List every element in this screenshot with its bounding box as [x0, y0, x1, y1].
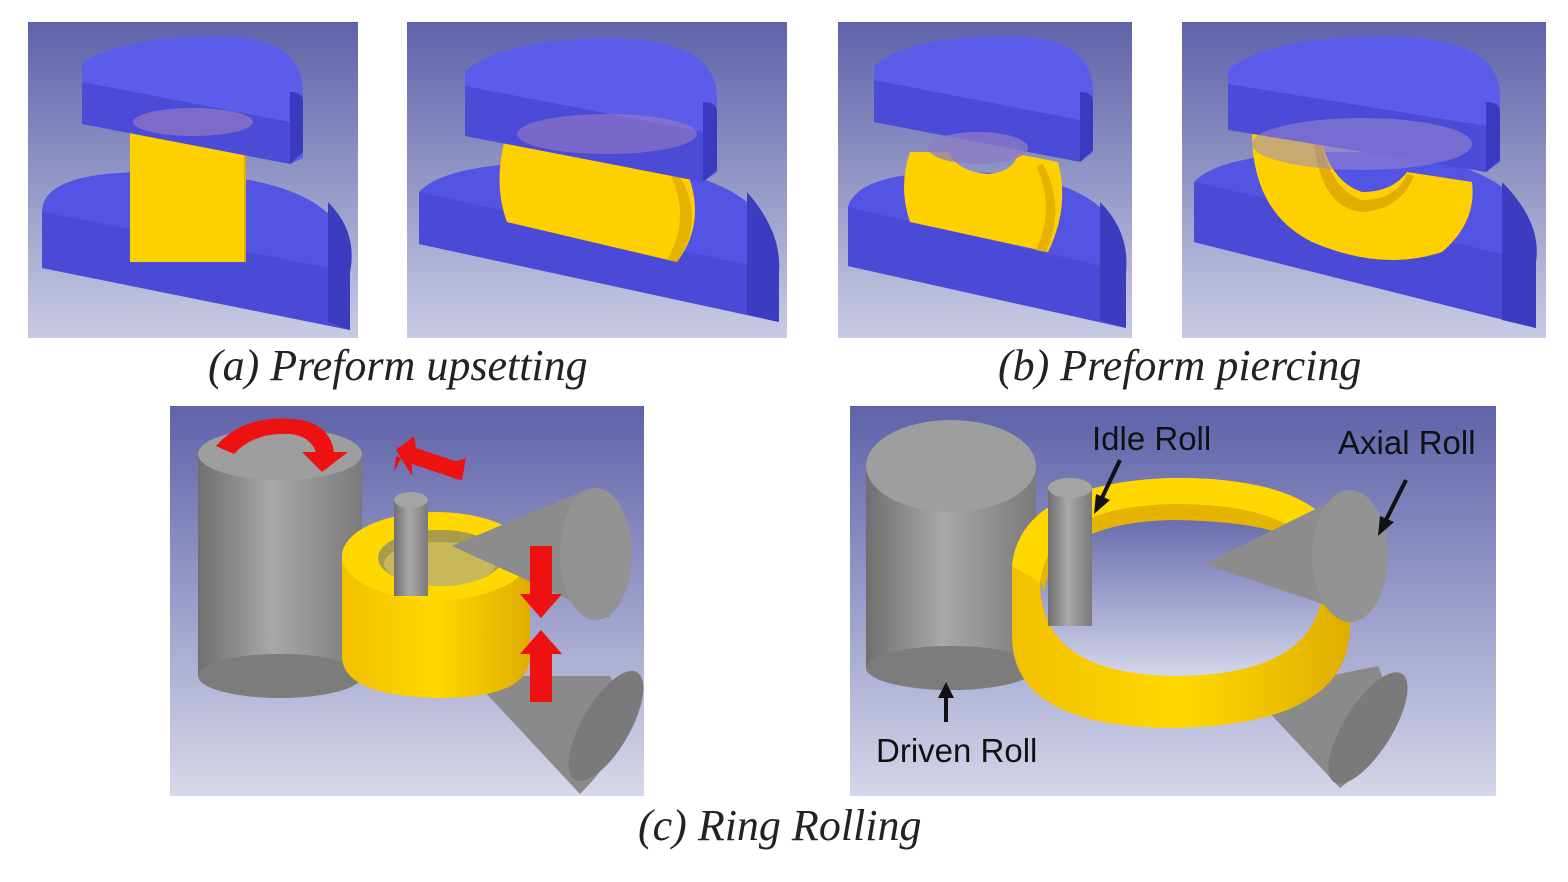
ring-rolling-panel-labelled: Idle Roll Axial Roll Driven Roll	[850, 406, 1496, 796]
radial-feed-arrow-head	[396, 436, 464, 480]
ring-rolling-panel-arrows	[170, 406, 644, 796]
rotation-arrow	[216, 418, 348, 472]
driven-roll	[198, 428, 362, 698]
caption-ring-rolling: (c) Ring Rolling	[638, 801, 922, 850]
idle-roll	[394, 492, 428, 596]
idle-roll-pointer-arrow	[1094, 459, 1122, 514]
idle-roll	[1048, 478, 1092, 626]
idle-roll-label: Idle Roll	[1092, 420, 1211, 457]
upsetting-panel-2	[407, 22, 787, 338]
upsetting-panel-1	[28, 22, 358, 338]
lower-axial-roll	[470, 670, 644, 794]
caption-preform-upsetting: (a) Preform upsetting	[208, 341, 588, 390]
axial-press-arrow-up	[520, 630, 562, 702]
upper-die	[1228, 36, 1500, 172]
upper-die	[465, 38, 717, 182]
piercing-panel-2	[1182, 22, 1546, 338]
upper-axial-roll	[1204, 490, 1388, 622]
driven-roll-label: Driven Roll	[876, 732, 1037, 769]
axial-press-arrow-down	[520, 546, 562, 618]
driven-roll-pointer-arrow	[938, 682, 954, 722]
axial-roll-pointer-arrow	[1378, 479, 1408, 536]
billet	[904, 152, 1063, 252]
caption-preform-piercing: (b) Preform piercing	[998, 341, 1362, 390]
piercing-panel-1	[838, 22, 1132, 338]
driven-roll	[866, 420, 1036, 690]
axial-roll-label: Axial Roll	[1338, 424, 1476, 461]
